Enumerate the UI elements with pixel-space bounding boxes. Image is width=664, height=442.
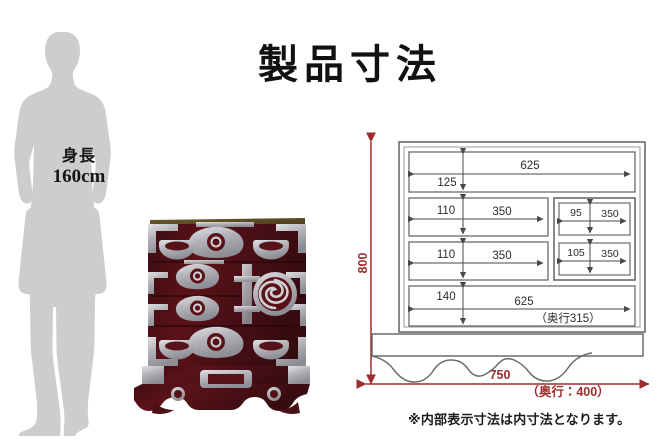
- dimension-drawing: 800 625 125 350 110: [350, 128, 660, 399]
- base-plinth: [371, 333, 644, 357]
- drawer-row3-left-width: 350: [492, 250, 511, 262]
- height-label-line1: 身長: [61, 148, 96, 165]
- drawer-row2-right: 350 95: [557, 199, 631, 236]
- drawer-row2-right-width: 350: [601, 208, 619, 220]
- right-cupboard-frame: [553, 197, 636, 281]
- drawer-row3-left: 350 110: [408, 238, 549, 281]
- cabinet-inner-frame: [403, 146, 641, 328]
- drawer-top-width: 625: [520, 160, 539, 172]
- drawer-row2-right-height: 95: [570, 207, 582, 219]
- cabinet-outer-frame: [398, 141, 646, 333]
- drawer-bottom-depth: （奥行315）: [535, 311, 600, 325]
- overall-height-value: 800: [356, 253, 370, 274]
- overall-height-dimension: 800: [356, 132, 376, 385]
- drawer-bottom-height: 140: [436, 291, 455, 303]
- drawer-row2-left: 350 110: [408, 194, 549, 237]
- drawer-top-height: 125: [437, 177, 456, 189]
- female-body-silhouette: [2, 22, 130, 436]
- drawer-row3-right: 350 105: [557, 239, 631, 276]
- drawer-bottom-width: 625: [514, 296, 533, 308]
- overall-width-value: 750: [490, 368, 511, 382]
- japanese-tansu-chest-photo: [134, 198, 318, 420]
- overall-width-dimension: 750 （奥行：400）: [356, 368, 650, 399]
- overall-depth-value: （奥行：400）: [526, 384, 609, 399]
- footnote: ※内部表示寸法は内寸法となります。: [408, 412, 631, 427]
- height-label-line2: 160cm: [52, 165, 106, 187]
- drawer-top: 625 125: [408, 148, 636, 193]
- page-title: 製品寸法: [258, 42, 442, 87]
- drawer-row3-right-width: 350: [601, 248, 619, 260]
- drawer-row2-left-height: 110: [437, 205, 455, 217]
- drawer-row2-left-width: 350: [492, 206, 511, 218]
- drawer-bottom: 625 140 （奥行315）: [408, 282, 636, 327]
- drawer-row3-right-height: 105: [567, 247, 585, 259]
- silhouette-height-label: 身長 160cm: [36, 148, 122, 187]
- base-scalloped-skirt: [371, 352, 593, 383]
- drawer-row3-left-height: 110: [437, 249, 455, 261]
